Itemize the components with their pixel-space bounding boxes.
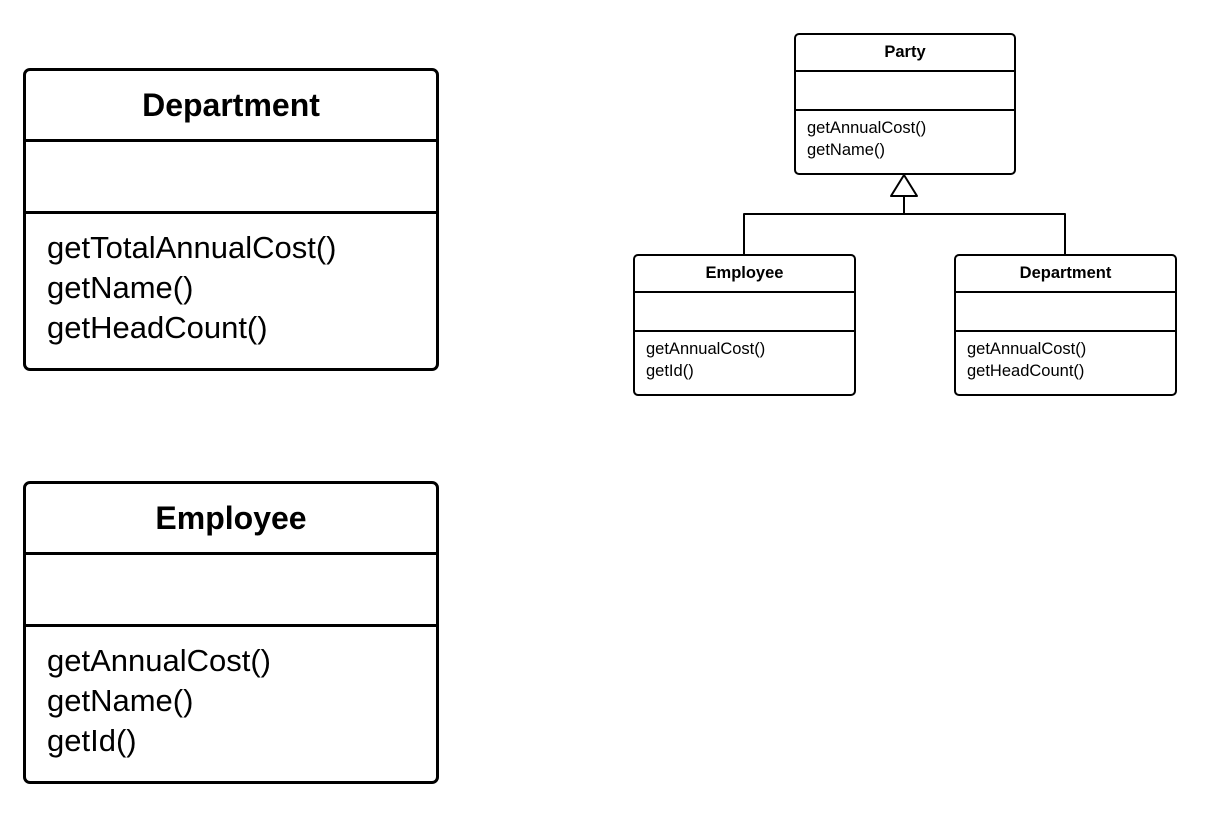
operation: getId() [646,362,694,380]
operation: getHeadCount() [967,362,1085,380]
class-employee-after[interactable]: Employee getAnnualCost() getId() [633,254,856,396]
operation: getAnnualCost() [807,119,927,137]
operations-compartment: getAnnualCost() getId() [635,332,854,394]
operation: getAnnualCost() [47,643,272,678]
attributes-compartment [796,72,1014,111]
class-employee-before[interactable]: Employee getAnnualCost() getName() getId… [23,481,439,784]
class-name: Employee [26,484,436,555]
operations-compartment: getTotalAnnualCost() getName() getHeadCo… [26,214,436,368]
class-name: Department [26,71,436,142]
attributes-compartment [635,293,854,332]
operation: getAnnualCost() [646,340,766,358]
connector-employee-line [743,196,905,254]
class-department-before[interactable]: Department getTotalAnnualCost() getName(… [23,68,439,371]
generalization-arrowhead [890,174,918,197]
operations-compartment: getAnnualCost() getHeadCount() [956,332,1175,394]
class-party[interactable]: Party getAnnualCost() getName() [794,33,1016,175]
operation: getId() [47,723,137,758]
class-department-after[interactable]: Department getAnnualCost() getHeadCount(… [954,254,1177,396]
operations-compartment: getAnnualCost() getName() [796,111,1014,173]
operation: getTotalAnnualCost() [47,230,337,265]
connector-department-line [904,213,1066,254]
attributes-compartment [956,293,1175,332]
operation: getName() [47,270,194,305]
operation: getHeadCount() [47,310,268,345]
class-name: Department [956,256,1175,293]
attributes-compartment [26,142,436,214]
operation: getName() [47,683,194,718]
class-name: Employee [635,256,854,293]
operation: getAnnualCost() [967,340,1087,358]
attributes-compartment [26,555,436,627]
operations-compartment: getAnnualCost() getName() getId() [26,627,436,781]
operation: getName() [807,141,885,159]
class-name: Party [796,35,1014,72]
